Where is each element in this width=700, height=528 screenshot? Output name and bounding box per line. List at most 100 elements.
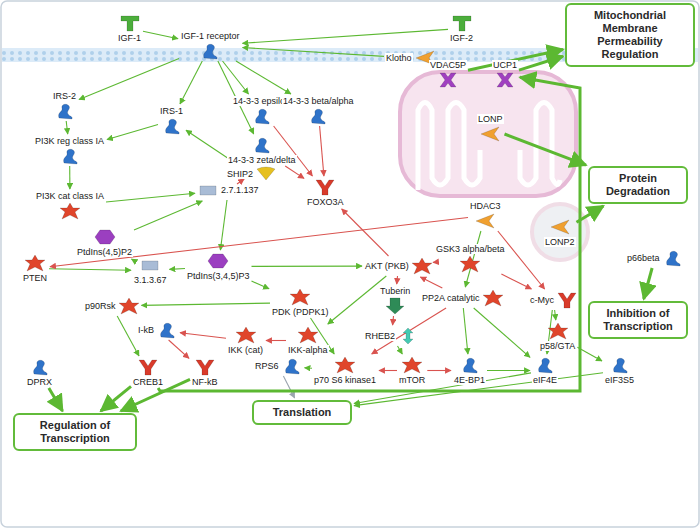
- activation-arrow: [252, 281, 270, 289]
- activation-arrow: [474, 308, 530, 357]
- protein-label: IKK (cat): [227, 345, 264, 355]
- process-label: Translation: [272, 406, 333, 419]
- protein-label: c-Myc: [529, 295, 555, 305]
- process-label: Protein Degradation: [595, 172, 681, 198]
- protein-node: SHIP2: [226, 165, 277, 183]
- protein-node: PtdIns(4,5)P2: [76, 228, 133, 257]
- protein-node: DPRX: [26, 358, 53, 387]
- protein-icon: [494, 71, 516, 89]
- protein-node: FOXO3A: [306, 178, 345, 207]
- activation-arrow: [66, 121, 68, 134]
- protein-icon: [59, 147, 81, 165]
- protein-node: IKK-alpha: [287, 326, 329, 355]
- protein-node: PTEN: [22, 254, 48, 283]
- protein-icon: [556, 291, 578, 309]
- activation-arrow: [49, 388, 63, 411]
- activation-arrow: [252, 266, 363, 267]
- protein-label: PTEN: [22, 273, 48, 283]
- protein-icon: [314, 178, 336, 196]
- protein-node: PtdIns(3,4,5)P3: [186, 252, 251, 281]
- activation-arrow: [79, 58, 179, 99]
- protein-label: PP2A catalytic: [421, 293, 481, 303]
- protein-icon: [118, 297, 140, 315]
- process-box: Translation: [252, 400, 352, 425]
- activation-arrow: [158, 77, 580, 391]
- inhibition-arrow: [392, 316, 394, 325]
- protein-label: mTOR: [398, 375, 426, 385]
- inhibition-arrow: [501, 274, 531, 289]
- protein-label: PI3K cat class IA: [35, 191, 105, 201]
- protein-node: AKT (PKB): [364, 257, 433, 275]
- protein-node: PDK (PDPK1): [271, 288, 330, 317]
- process-label: Inhibition of Transcription: [595, 307, 681, 333]
- protein-label: p70 S6 kinase1: [313, 375, 377, 385]
- activation-arrow: [555, 310, 556, 320]
- protein-label: CREB1: [132, 377, 164, 387]
- protein-icon: [139, 256, 161, 274]
- protein-icon: [255, 165, 277, 183]
- activation-arrow: [243, 29, 449, 43]
- inhibition-arrow: [50, 218, 468, 267]
- protein-icon: [289, 288, 311, 306]
- protein-label: AKT (PKB): [364, 261, 410, 271]
- protein-icon: [474, 212, 496, 230]
- protein-label: IRS-1: [159, 106, 184, 116]
- protein-label: 4E-BP1: [453, 375, 486, 385]
- protein-label: SHIP2: [226, 169, 254, 179]
- activation-arrow: [143, 31, 178, 38]
- protein-node: 2.7.1.137: [197, 181, 260, 199]
- protein-node: p90Rsk: [84, 297, 140, 315]
- inhibition-arrow: [379, 370, 397, 371]
- activation-arrow: [328, 276, 387, 324]
- inhibition-arrow: [432, 262, 434, 263]
- protein-icon: [549, 218, 571, 236]
- protein-node: p58/GTA: [539, 322, 576, 351]
- protein-label: p90Rsk: [84, 301, 117, 311]
- activation-arrow: [305, 367, 313, 369]
- activation-arrow: [354, 373, 531, 404]
- protein-node: IRS-2: [52, 91, 77, 120]
- activation-arrow: [487, 370, 530, 371]
- protein-icon: [297, 326, 319, 344]
- inhibition-arrow: [427, 370, 451, 371]
- protein-label: p66beta: [626, 253, 661, 263]
- protein-node: I-kB: [137, 321, 178, 339]
- protein-icon: [207, 252, 229, 270]
- protein-label: p58/GTA: [539, 341, 576, 351]
- protein-icon: [119, 14, 141, 32]
- protein-icon: [307, 107, 329, 125]
- inhibition-arrow: [396, 276, 398, 284]
- protein-label: DPRX: [26, 377, 53, 387]
- inhibition-arrow: [180, 333, 226, 339]
- protein-label: GSK3 alpha/beta: [435, 244, 506, 254]
- protein-node: IRS-1: [159, 106, 184, 135]
- protein-label: I-kB: [137, 325, 155, 335]
- protein-label: NF-kB: [191, 377, 219, 387]
- protein-icon: [437, 71, 459, 89]
- activation-arrow: [142, 303, 271, 305]
- protein-label: eIF4E: [532, 375, 558, 385]
- process-box: Protein Degradation: [588, 166, 688, 204]
- activation-arrow: [398, 346, 403, 354]
- activation-arrow: [107, 125, 158, 140]
- protein-label: Klotho: [385, 53, 413, 63]
- protein-node: VDAC5P: [429, 60, 467, 89]
- protein-node: RPS6: [254, 357, 303, 375]
- protein-label: PDK (PDPK1): [271, 307, 330, 317]
- protein-node: UCP1: [492, 60, 518, 89]
- protein-icon: [411, 257, 433, 275]
- activation-arrow: [468, 50, 563, 71]
- protein-icon: [459, 356, 481, 374]
- protein-icon: [251, 107, 273, 125]
- activation-arrow: [519, 56, 563, 70]
- inhibition-arrow: [237, 179, 244, 184]
- protein-icon: [54, 102, 76, 120]
- activation-arrow: [354, 373, 603, 406]
- process-box: Inhibition of Transcription: [588, 301, 688, 339]
- inhibition-arrow: [266, 340, 286, 341]
- protein-label: HDAC3: [469, 201, 502, 211]
- protein-node: IGF-1 receptor: [180, 31, 241, 60]
- activation-arrow: [644, 268, 652, 299]
- inhibition-arrow: [169, 340, 189, 358]
